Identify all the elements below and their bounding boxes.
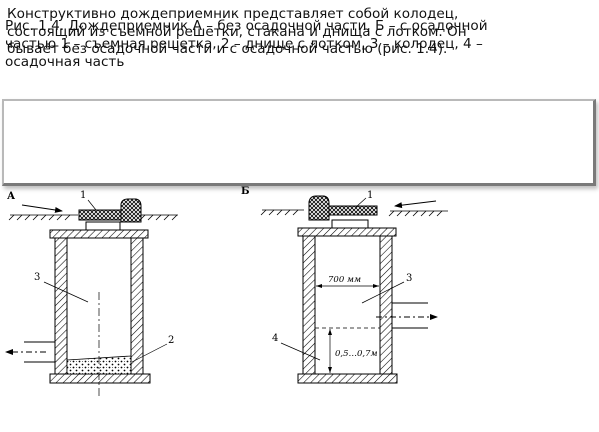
leader-2 [131, 343, 168, 363]
width-dimension: 700 мм [328, 275, 361, 285]
dim-arrow-right [373, 284, 379, 288]
bottom-slab [49, 373, 151, 384]
depth-dimension: 0,5…0,7м [335, 349, 378, 359]
caption-line: частью 1 – съемная решетка, 2 – днище с … [5, 36, 483, 52]
dim-arrow-bottom [328, 367, 332, 373]
intro-line: Конструктивно дождеприемник представляет… [7, 6, 459, 22]
removable-grate [328, 205, 378, 216]
label-3: 3 [406, 273, 412, 284]
inflow-arrow [21, 204, 63, 213]
figure-a: А [5, 190, 178, 398]
dim-arrow-top [328, 329, 332, 335]
label-3: 3 [34, 272, 40, 283]
leader-4 [280, 342, 321, 361]
ground-hatching [260, 209, 448, 217]
label-2: 2 [168, 335, 174, 346]
dim-arrow-left [316, 284, 322, 288]
outlet-pipe [24, 341, 68, 363]
grate-neck [331, 219, 369, 229]
bottom-slab [297, 373, 398, 384]
grate-neck [85, 221, 121, 231]
right-wall [379, 235, 393, 375]
top-slab [49, 229, 149, 239]
curb-stone [120, 198, 142, 223]
right-wall [130, 237, 144, 375]
figure-b-letter: Б [241, 186, 250, 197]
figure-a-letter: А [7, 191, 16, 202]
caption-line: Рис. 1.4. Дождеприемник А – без осадочно… [5, 18, 488, 34]
bottom-tray [66, 355, 132, 375]
figure-caption: Рис. 1.4. Дождеприемник А – без осадочно… [5, 17, 587, 71]
label-1: 1 [80, 190, 86, 201]
intro-line: бывает без осадочной части и с осадочной… [7, 41, 448, 57]
removable-grate [78, 209, 122, 221]
caption-line: осадочная часть [5, 54, 125, 70]
top-slab [297, 227, 397, 237]
label-4: 4 [272, 333, 278, 344]
curb-stone [308, 195, 330, 221]
outlet-pipe [379, 302, 428, 329]
inflow-arrow [394, 200, 437, 209]
leader-3 [43, 281, 89, 303]
left-wall [54, 237, 68, 375]
caption-box [2, 99, 596, 186]
leader-1 [87, 199, 97, 211]
leader-1 [355, 197, 367, 208]
ground-hatching [8, 214, 178, 221]
leader-3 [361, 281, 405, 304]
intro-line: состоящий из съемной решетки, стакана и … [7, 23, 467, 40]
figure-b: Б [241, 186, 448, 384]
intro-paragraph: Конструктивно дождеприемник представляет… [7, 6, 587, 59]
label-1: 1 [367, 190, 373, 201]
